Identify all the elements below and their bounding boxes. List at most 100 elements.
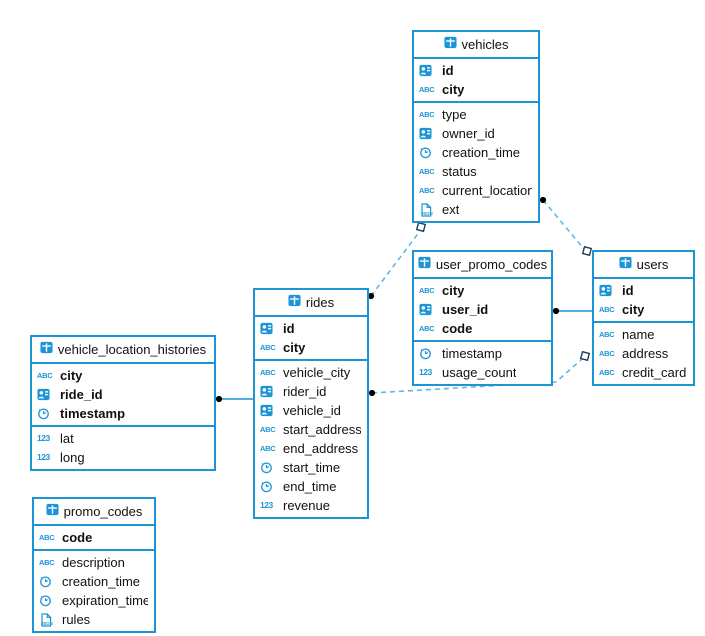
column-name: rider_id: [283, 384, 327, 399]
column-name: end_address: [283, 441, 359, 456]
column-id[interactable]: id: [255, 319, 367, 338]
table-name: vehicle_location_histories: [57, 342, 207, 357]
column-user_id[interactable]: user_id: [414, 300, 551, 319]
column-name: owner_id: [442, 126, 495, 141]
table-header[interactable]: users: [594, 252, 693, 279]
column-expiration_time[interactable]: expiration_time: [34, 591, 154, 610]
table-header[interactable]: user_promo_codes: [414, 252, 551, 279]
table-header[interactable]: vehicles: [414, 32, 538, 59]
column-name: city: [283, 340, 306, 355]
column-start_time[interactable]: start_time: [255, 458, 367, 477]
table-header[interactable]: rides: [255, 290, 367, 317]
column-timestamp[interactable]: timestamp: [414, 344, 551, 363]
column-vehicle_id[interactable]: vehicle_id: [255, 401, 367, 420]
table-icon: [418, 255, 431, 274]
text-icon: ABC: [419, 185, 435, 195]
column-id[interactable]: id: [594, 281, 693, 300]
relation-rides-to-vehicles[interactable]: [370, 230, 421, 297]
relation-rides-to-users[interactable]: [371, 358, 583, 394]
relation-child-end-dot: [539, 196, 547, 204]
numeric-icon: 123: [260, 500, 273, 511]
table-icon: [40, 340, 53, 359]
column-id[interactable]: id: [414, 61, 538, 80]
table-icon: [443, 35, 457, 54]
column-name: id: [283, 321, 295, 336]
table-name: user_promo_codes: [435, 257, 548, 272]
column-owner_id[interactable]: owner_id: [414, 124, 538, 143]
table-header[interactable]: vehicle_location_histories: [32, 337, 214, 364]
column-ride_id[interactable]: ride_id: [32, 385, 214, 404]
table-header[interactable]: promo_codes: [34, 499, 154, 526]
text-icon: ABC: [39, 557, 55, 567]
column-timestamp[interactable]: timestamp: [32, 404, 214, 423]
uuid-icon: [419, 303, 437, 316]
column-creation_time[interactable]: creation_time: [414, 143, 538, 162]
column-end_time[interactable]: end_time: [255, 477, 367, 496]
text-icon: ABC: [260, 367, 276, 377]
column-name: address: [622, 346, 669, 361]
numeric-icon: 123: [37, 433, 50, 444]
column-name: code: [62, 530, 93, 545]
table-name: vehicles: [461, 37, 509, 52]
uuid-icon: [419, 127, 437, 140]
column-name: city: [60, 368, 83, 383]
text-icon: ABC: [419, 285, 435, 295]
column-name: current_location: [442, 183, 532, 198]
text-icon: ABC: [599, 367, 615, 377]
numeric-icon: 123: [37, 452, 50, 463]
column-current_location[interactable]: ABC current_location: [414, 181, 538, 200]
table-icon: [46, 502, 59, 521]
relation-child-end-dot: [552, 307, 560, 315]
column-name: start_address: [283, 422, 361, 437]
timestamp-icon: [260, 480, 278, 493]
text-icon: ABC: [599, 329, 615, 339]
column-name: rules: [62, 612, 91, 627]
column-revenue[interactable]: 123 revenue: [255, 496, 367, 515]
column-creation_time[interactable]: creation_time: [34, 572, 154, 591]
table-name: promo_codes: [63, 504, 143, 519]
svg-text:JSON: JSON: [421, 211, 432, 216]
relation-vehicles-to-users[interactable]: [542, 199, 585, 250]
column-name: revenue: [283, 498, 330, 513]
column-name: timestamp: [60, 406, 126, 421]
column-name: city: [442, 82, 465, 97]
timestamp-icon: [39, 594, 57, 607]
column-rider_id[interactable]: rider_id: [255, 382, 367, 401]
relation-child-end-dot: [368, 389, 376, 397]
column-name: creation_time: [442, 145, 521, 160]
